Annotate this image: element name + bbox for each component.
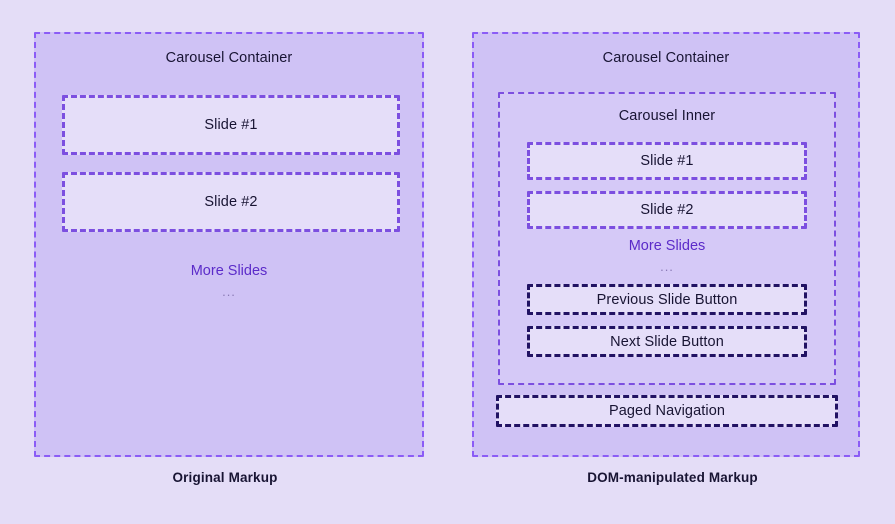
previous-slide-button-label: Previous Slide Button (596, 291, 738, 308)
carousel-inner-title: Carousel Inner (618, 108, 716, 124)
panel-caption-dom-manipulated: DOM-manipulated Markup (587, 470, 758, 485)
slide-label: Slide #2 (204, 194, 258, 210)
slide-label: Slide #1 (640, 153, 694, 169)
carousel-container-original: Carousel Container Slide #1 Slide #2 Mor… (34, 32, 424, 457)
carousel-container-title: Carousel Container (165, 50, 293, 66)
slide-label: Slide #2 (640, 202, 694, 218)
more-slides-group: More Slides ... (500, 237, 834, 276)
previous-slide-button[interactable]: Previous Slide Button (527, 284, 807, 315)
panel-dom-manipulated-markup: Carousel Container Carousel Inner Slide … (450, 0, 895, 524)
slide-box-1[interactable]: Slide #1 (62, 95, 400, 155)
paged-navigation[interactable]: Paged Navigation (496, 395, 838, 427)
more-slides-label: More Slides (628, 238, 706, 254)
carousel-container-dom: Carousel Container Carousel Inner Slide … (472, 32, 860, 457)
slide-box-1[interactable]: Slide #1 (527, 142, 807, 180)
next-slide-button[interactable]: Next Slide Button (527, 326, 807, 357)
slide-box-2[interactable]: Slide #2 (527, 191, 807, 229)
carousel-container-title: Carousel Container (602, 50, 730, 66)
panel-original-markup: Carousel Container Slide #1 Slide #2 Mor… (34, 32, 424, 485)
more-slides-ellipsis: ... (222, 283, 236, 299)
more-slides-ellipsis: ... (660, 258, 674, 274)
slide-box-2[interactable]: Slide #2 (62, 172, 400, 232)
more-slides-label: More Slides (190, 263, 268, 279)
paged-navigation-label: Paged Navigation (608, 403, 726, 419)
more-slides-group: More Slides ... (36, 262, 422, 301)
slide-label: Slide #1 (204, 117, 258, 133)
carousel-inner: Carousel Inner Slide #1 Slide #2 More Sl… (498, 92, 836, 385)
panel-caption-original: Original Markup (172, 470, 278, 485)
next-slide-button-label: Next Slide Button (610, 333, 724, 350)
